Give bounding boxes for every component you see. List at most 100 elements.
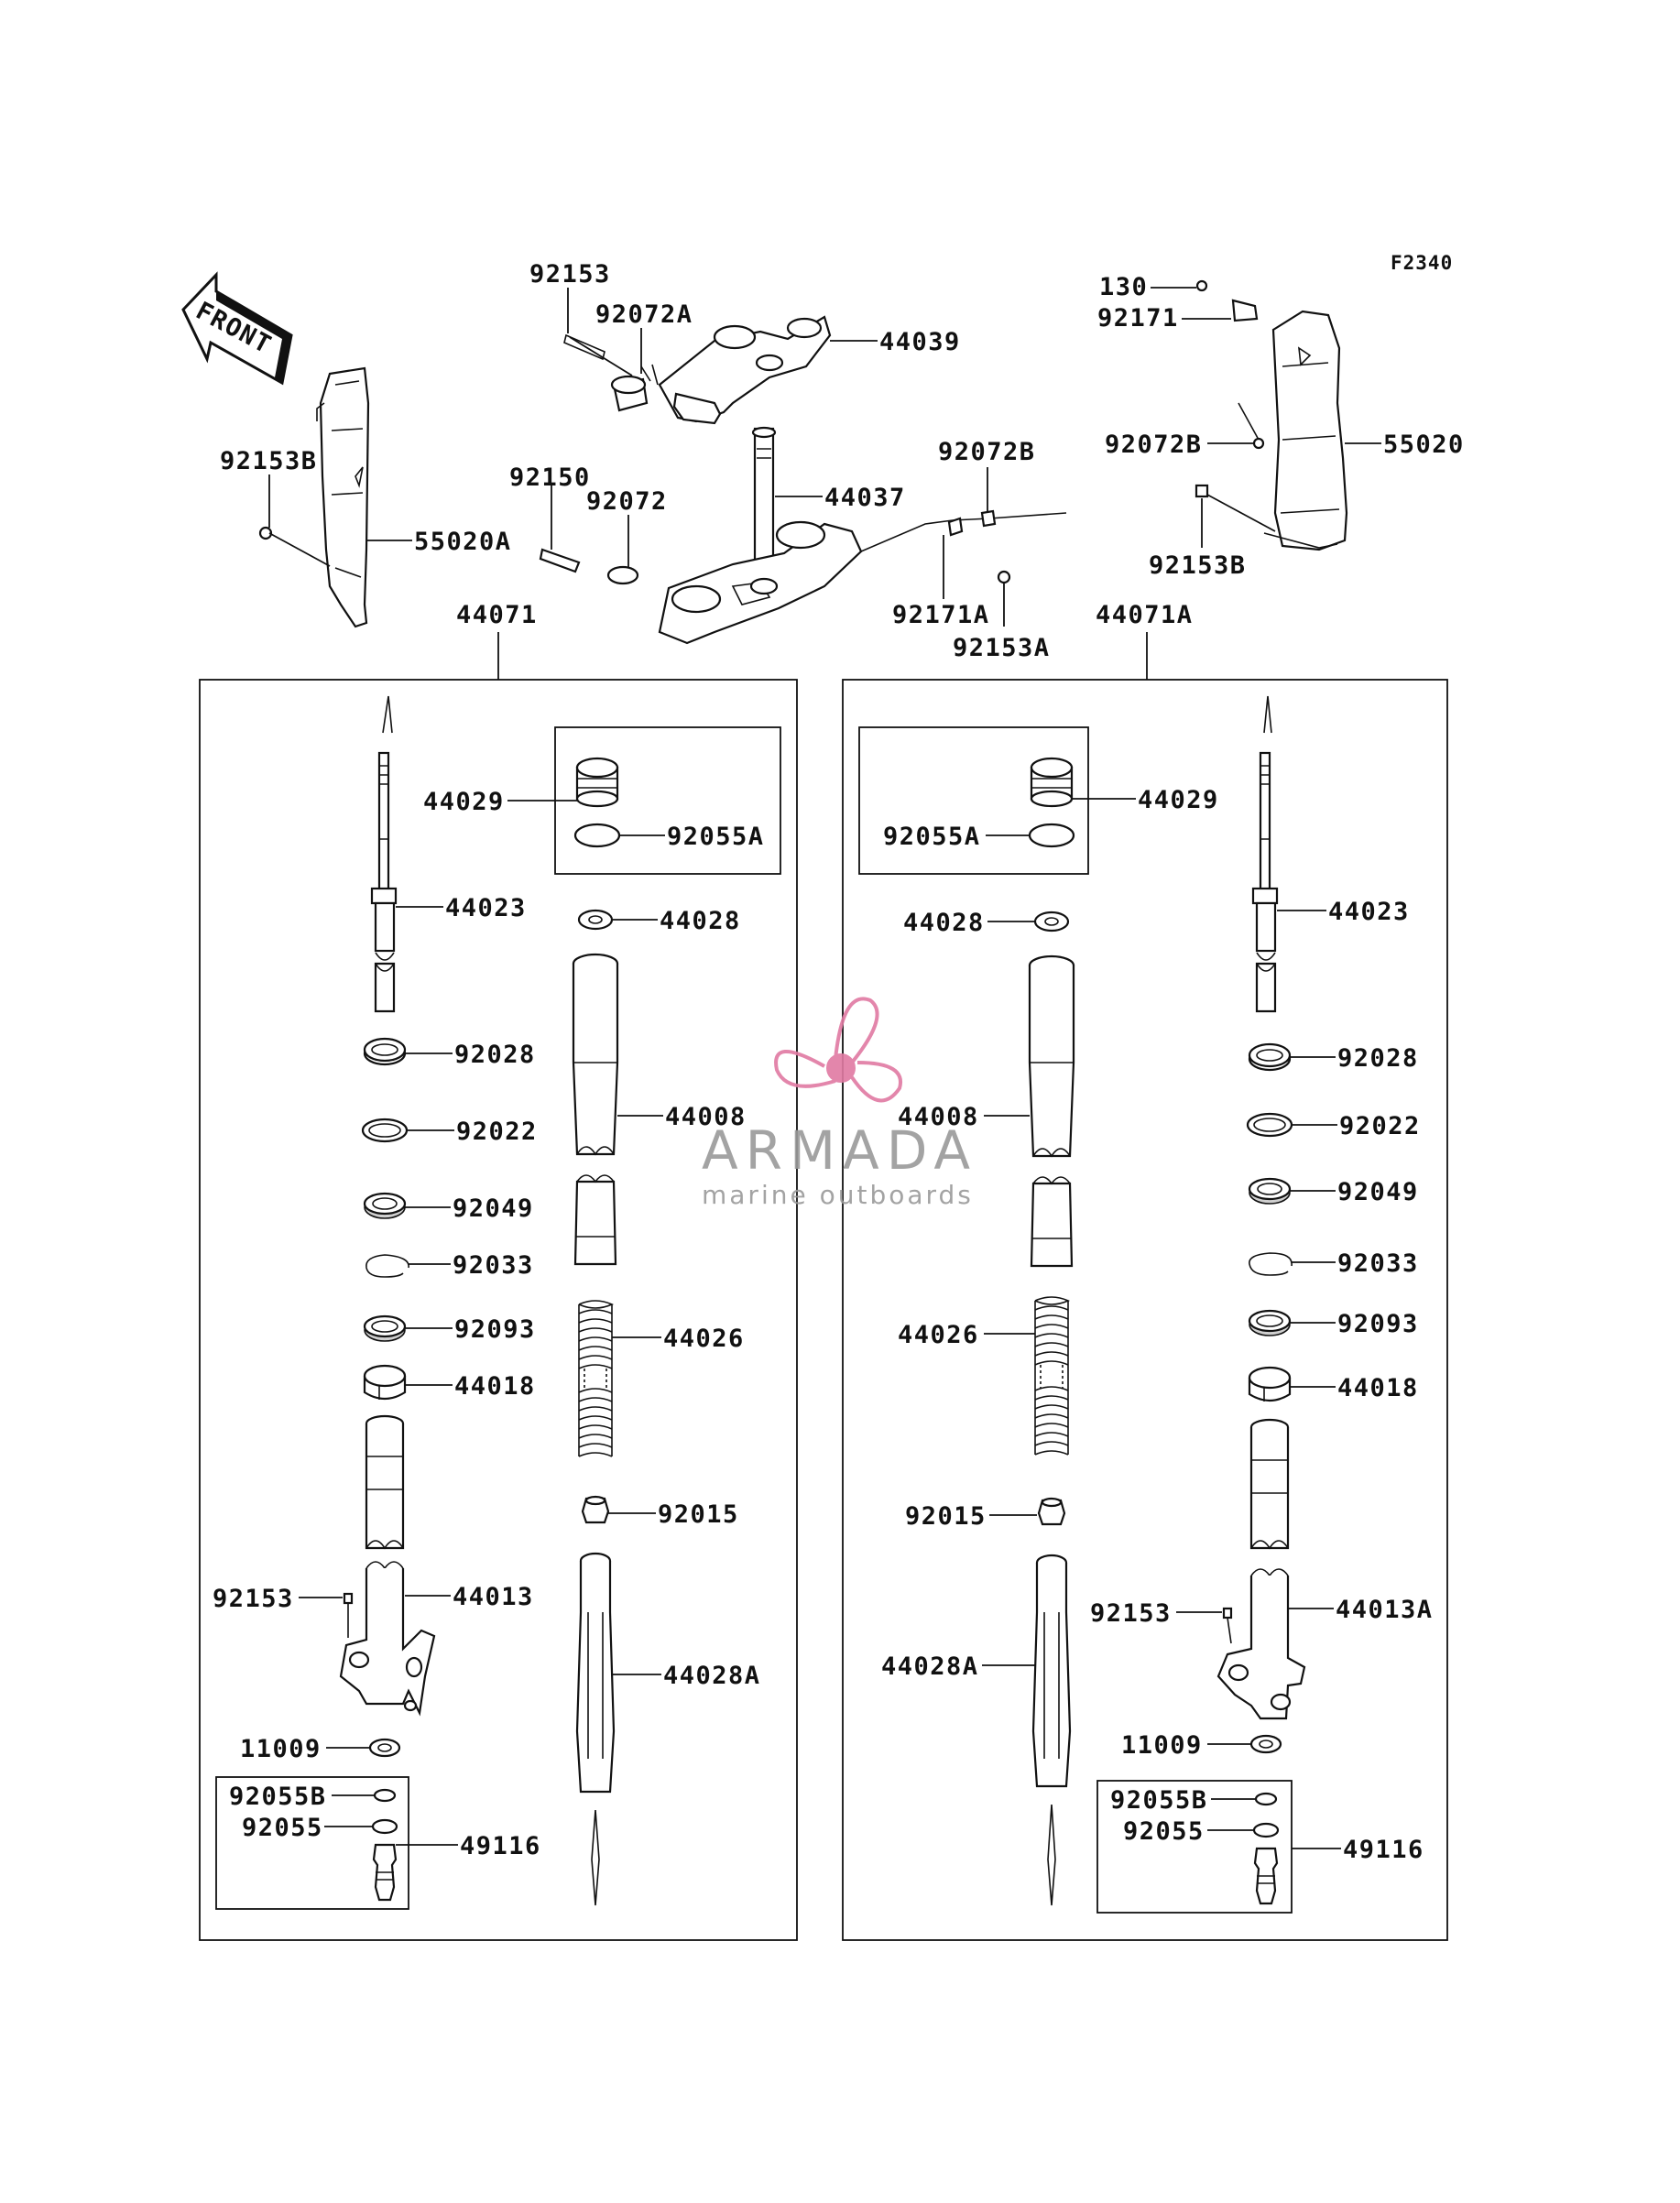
fork-guard-left-drawing xyxy=(316,366,370,628)
left-label-92015: 92015 xyxy=(658,1500,739,1529)
left-label-11009: 11009 xyxy=(240,1735,322,1763)
right-label-44026: 44026 xyxy=(898,1321,979,1349)
oring-icon xyxy=(1028,823,1075,848)
left-label-44018: 44018 xyxy=(454,1372,536,1401)
oring-icon xyxy=(373,1788,397,1803)
collar-44028A-drawing xyxy=(1031,1554,1072,1906)
watermark-brand: ARMADA xyxy=(702,1119,977,1182)
oring-icon xyxy=(1254,1792,1278,1806)
left-adjuster-box xyxy=(215,1776,409,1910)
fork-spring-drawing xyxy=(1034,1296,1070,1456)
inner-tube-drawing xyxy=(1028,954,1075,1268)
dust-seal-92093-icon xyxy=(363,1314,407,1342)
fork-spring-drawing xyxy=(578,1300,614,1457)
right-cap-box xyxy=(858,726,1089,875)
bushing-44018-icon xyxy=(363,1364,407,1401)
left-label-92055A: 92055A xyxy=(667,823,765,851)
right-label-92055A: 92055A xyxy=(883,823,981,851)
label-92072B-right: 92072B xyxy=(1105,431,1203,459)
ring-92022-icon xyxy=(1246,1112,1293,1138)
left-label-92033: 92033 xyxy=(453,1251,534,1280)
nut-92015-icon xyxy=(581,1495,610,1524)
outer-tube-drawing xyxy=(339,1414,436,1717)
left-label-44028: 44028 xyxy=(660,907,741,935)
left-label-44023: 44023 xyxy=(445,894,527,922)
right-label-92015: 92015 xyxy=(905,1502,987,1531)
label-44071: 44071 xyxy=(456,601,538,629)
right-label-92033: 92033 xyxy=(1337,1249,1419,1278)
label-92153B-left: 92153B xyxy=(220,447,318,475)
right-label-92055B: 92055B xyxy=(1110,1786,1208,1815)
gasket-11009-icon xyxy=(1249,1734,1282,1754)
bolt-92153-icon xyxy=(1222,1607,1233,1644)
left-label-49116: 49116 xyxy=(460,1832,541,1860)
left-label-92055B: 92055B xyxy=(229,1783,327,1811)
right-label-49116: 49116 xyxy=(1343,1836,1424,1864)
label-44071A: 44071A xyxy=(1096,601,1194,629)
damper-rod-drawing xyxy=(1251,695,1279,1013)
oring-icon xyxy=(573,823,621,848)
outer-tube-drawing xyxy=(1216,1418,1306,1720)
clip-92033-icon xyxy=(1249,1252,1293,1276)
clip-92033-icon xyxy=(365,1254,409,1278)
left-label-92049: 92049 xyxy=(453,1194,534,1223)
bushing-44018-icon xyxy=(1248,1366,1292,1402)
bolt-icon xyxy=(997,570,1011,584)
propeller-logo-icon xyxy=(774,997,903,1103)
right-label-11009: 11009 xyxy=(1121,1731,1203,1760)
fork-cap-icon xyxy=(575,757,619,808)
left-label-44008: 44008 xyxy=(665,1103,747,1131)
steering-stem-drawing xyxy=(658,426,863,645)
left-label-44029: 44029 xyxy=(423,788,505,816)
washer-icon xyxy=(1033,911,1070,932)
ring-92028-icon xyxy=(1248,1042,1292,1072)
inner-tube-drawing xyxy=(572,953,619,1266)
nut-92015-icon xyxy=(1037,1497,1066,1526)
bolt-icon xyxy=(1195,484,1209,498)
left-label-92028: 92028 xyxy=(454,1041,536,1069)
damper-rod-drawing xyxy=(370,695,398,1013)
right-label-44018: 44018 xyxy=(1337,1374,1419,1402)
label-92153-top: 92153 xyxy=(529,260,611,289)
label-55020A: 55020A xyxy=(414,528,512,556)
label-55020: 55020 xyxy=(1383,431,1465,459)
right-label-44028A: 44028A xyxy=(881,1652,979,1681)
clip-icon xyxy=(1231,299,1259,322)
bolt-icon xyxy=(1195,279,1208,292)
fork-cap-icon xyxy=(1030,757,1074,808)
bolt-icon xyxy=(258,526,273,540)
ring-92028-icon xyxy=(363,1037,407,1066)
left-label-44028A: 44028A xyxy=(663,1662,761,1690)
label-44039: 44039 xyxy=(879,328,961,356)
label-92072: 92072 xyxy=(586,487,668,516)
gasket-11009-icon xyxy=(368,1738,401,1758)
right-label-92153: 92153 xyxy=(1090,1599,1172,1628)
collar-44028A-drawing xyxy=(575,1552,616,1906)
label-92072B-cable: 92072B xyxy=(938,438,1036,466)
right-label-44013A: 44013A xyxy=(1336,1596,1434,1624)
figure-code: F2340 xyxy=(1391,252,1453,274)
right-label-92028: 92028 xyxy=(1337,1044,1419,1073)
clamp-collar-icon xyxy=(606,565,639,585)
ring-92022-icon xyxy=(361,1118,409,1143)
label-92171: 92171 xyxy=(1097,304,1179,333)
label-92171A: 92171A xyxy=(892,601,990,629)
label-44037: 44037 xyxy=(824,484,906,512)
label-92153A: 92153A xyxy=(953,634,1051,662)
right-label-44029: 44029 xyxy=(1138,786,1219,814)
left-label-92093: 92093 xyxy=(454,1315,536,1344)
fork-guard-right-drawing xyxy=(1263,310,1348,551)
right-adjuster-box xyxy=(1096,1780,1293,1914)
armada-watermark: ARMADA marine outboards xyxy=(702,997,977,1210)
right-label-44023: 44023 xyxy=(1328,898,1410,926)
dust-seal-92093-icon xyxy=(1248,1309,1292,1336)
watermark-tagline: marine outboards xyxy=(702,1180,974,1210)
right-label-92055: 92055 xyxy=(1123,1817,1205,1846)
front-arrow-icon: FRONT xyxy=(181,271,293,386)
bolt-92153-icon xyxy=(343,1592,354,1638)
right-fork-assembly-box xyxy=(842,679,1448,1941)
oil-seal-92049-icon xyxy=(1248,1177,1292,1205)
adjuster-49116-icon xyxy=(1253,1847,1279,1905)
